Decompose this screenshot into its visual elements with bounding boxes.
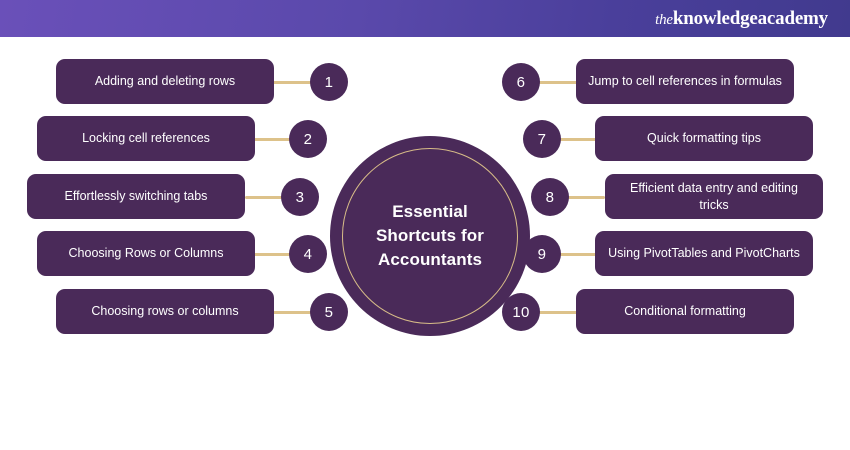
connector-line-1 [272,81,320,84]
list-number-10[interactable]: 10 [502,293,540,331]
list-item-label: Locking cell references [82,131,210,146]
connector-line-9 [551,253,597,256]
list-item-7[interactable]: Quick formatting tips [595,116,813,161]
connector-line-8 [560,196,605,199]
infographic-canvas: Essential Shortcuts for Accountants Addi… [0,37,850,450]
connector-line-6 [530,81,578,84]
list-item-9[interactable]: Using PivotTables and PivotCharts [595,231,813,276]
list-number-label: 5 [324,303,334,321]
list-item-1[interactable]: Adding and deleting rows [56,59,274,104]
list-item-label: Adding and deleting rows [94,74,236,89]
list-item-label: Using PivotTables and PivotCharts [608,246,800,261]
list-number-label: 7 [537,130,547,148]
connector-line-5 [272,311,320,314]
list-number-label: 8 [545,188,555,206]
list-item-8[interactable]: Efficient data entry and editing tricks [605,174,823,219]
list-item-6[interactable]: Jump to cell references in formulas [576,59,794,104]
center-hub-title: Essential Shortcuts for Accountants [375,201,485,270]
list-item-label: Efficient data entry and editing tricks [630,180,798,212]
brand-logo: theknowledgeacademy [655,9,828,28]
list-number-label: 3 [295,188,305,206]
connector-line-3 [245,196,290,199]
list-item-2[interactable]: Locking cell references [37,116,255,161]
list-number-label: 6 [516,73,526,91]
list-number-7[interactable]: 7 [523,120,561,158]
list-item-5[interactable]: Choosing rows or columns [56,289,274,334]
list-item-4[interactable]: Choosing Rows or Columns [37,231,255,276]
list-number-label: 2 [303,130,313,148]
list-item-label: Jump to cell references in formulas [588,74,782,89]
connector-line-4 [253,253,299,256]
list-number-4[interactable]: 4 [289,235,327,273]
list-item-label: Effortlessly switching tabs [64,189,208,204]
brand-logo-prefix: the [655,12,673,28]
list-number-8[interactable]: 8 [531,178,569,216]
connector-line-2 [253,138,299,141]
list-number-1[interactable]: 1 [310,63,348,101]
list-number-6[interactable]: 6 [502,63,540,101]
center-hub: Essential Shortcuts for Accountants [330,136,530,336]
page-header: theknowledgeacademy [0,0,850,37]
list-number-5[interactable]: 5 [310,293,348,331]
connector-line-10 [530,311,578,314]
list-number-label: 10 [512,303,530,321]
list-number-9[interactable]: 9 [523,235,561,273]
list-number-label: 9 [537,245,547,263]
list-item-10[interactable]: Conditional formatting [576,289,794,334]
list-item-label: Choosing Rows or Columns [68,246,224,261]
list-item-label: Quick formatting tips [647,131,761,146]
list-item-3[interactable]: Effortlessly switching tabs [27,174,245,219]
list-number-2[interactable]: 2 [289,120,327,158]
list-number-3[interactable]: 3 [281,178,319,216]
brand-logo-main: knowledgeacademy [672,8,828,29]
center-hub-ring [342,148,518,324]
list-item-label: Choosing rows or columns [91,304,239,319]
list-number-label: 4 [303,245,313,263]
connector-line-7 [551,138,597,141]
list-item-label: Conditional formatting [624,304,746,319]
list-number-label: 1 [324,73,334,91]
